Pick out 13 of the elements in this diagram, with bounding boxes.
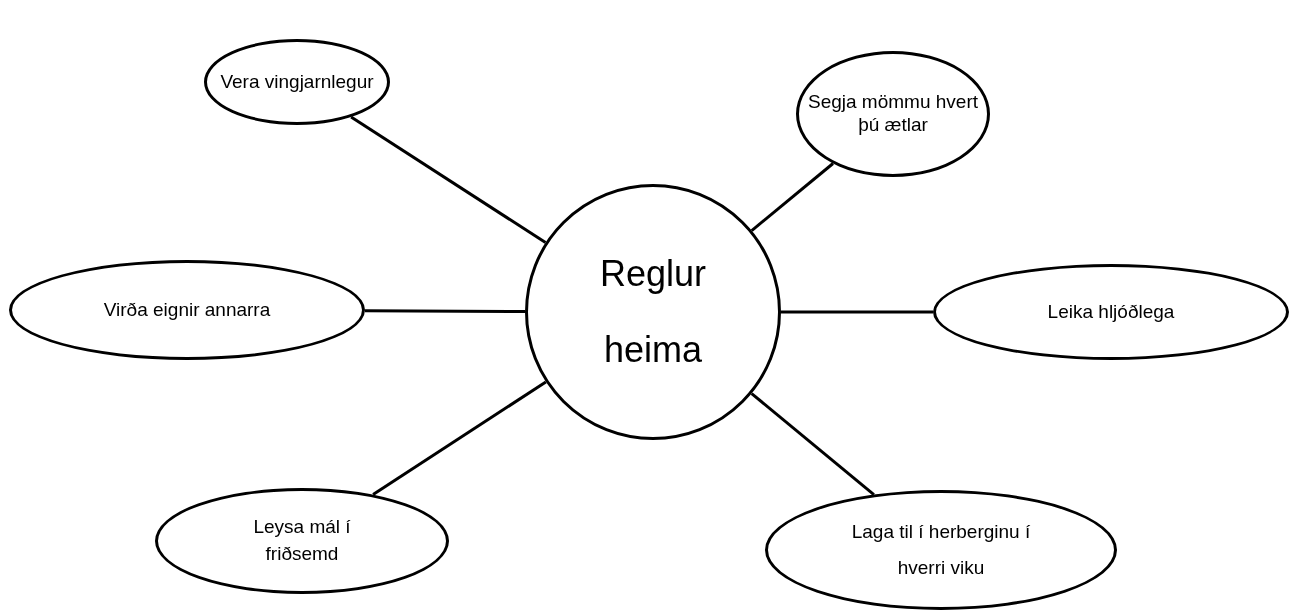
node-label: Vera vingjarnlegur bbox=[219, 70, 375, 94]
node-label: Laga til í herberginu í hverri viku bbox=[850, 519, 1032, 580]
connector-line bbox=[372, 380, 547, 496]
node-label: Reglur heima bbox=[598, 252, 708, 372]
connector-line bbox=[750, 162, 834, 232]
connector-line bbox=[781, 310, 933, 314]
connector-line bbox=[750, 392, 875, 496]
connector-line bbox=[364, 309, 525, 313]
node-label: Segja mömmu hvert þú ætlar bbox=[808, 91, 978, 137]
node-label: Virða eignir annarra bbox=[102, 298, 272, 322]
node-label: Leika hljóðlega bbox=[1046, 300, 1176, 324]
node-label: Leysa mál í friðsemd bbox=[252, 515, 352, 566]
connector-line bbox=[350, 115, 547, 244]
